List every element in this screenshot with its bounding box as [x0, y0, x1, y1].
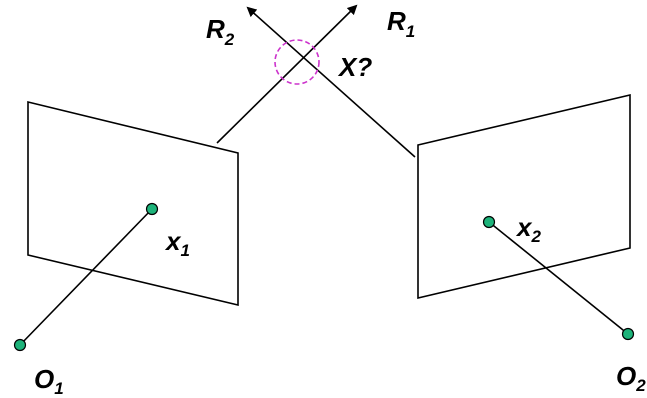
ray-r1: [216, 4, 358, 144]
label-x1-main: x: [164, 226, 182, 256]
label-x2: x2: [515, 212, 541, 246]
ray-r2: [246, 6, 416, 158]
label-o1-sub: 1: [54, 379, 63, 398]
label-r2-main: R: [206, 14, 225, 44]
point-o1: [13, 338, 27, 352]
intersection-uncertainty-circle: [274, 39, 320, 85]
label-x-unknown: X?: [337, 52, 372, 82]
label-r1-sub: 1: [406, 22, 415, 41]
label-o2-main: O: [616, 361, 636, 391]
label-o2: O2: [616, 361, 646, 395]
right-image-plane: [417, 93, 631, 300]
label-x2-main: x: [515, 212, 533, 242]
label-x2-sub: 2: [530, 227, 541, 246]
point-x1: [145, 202, 159, 216]
ray-o2-x2: [488, 221, 629, 335]
ray-o1-x1: [19, 208, 153, 346]
label-x1-sub: 1: [180, 241, 189, 260]
label-o2-sub: 2: [635, 376, 646, 395]
label-x1: x1: [164, 226, 190, 260]
label-r2: R2: [206, 14, 235, 49]
label-o1-main: O: [34, 364, 54, 394]
label-r1: R1: [387, 6, 415, 41]
point-o2: [621, 327, 635, 341]
point-x2: [482, 215, 496, 229]
label-r1-main: R: [387, 6, 406, 36]
label-o1: O1: [34, 364, 64, 398]
left-image-plane: [27, 100, 239, 307]
label-r2-sub: 2: [224, 30, 235, 49]
